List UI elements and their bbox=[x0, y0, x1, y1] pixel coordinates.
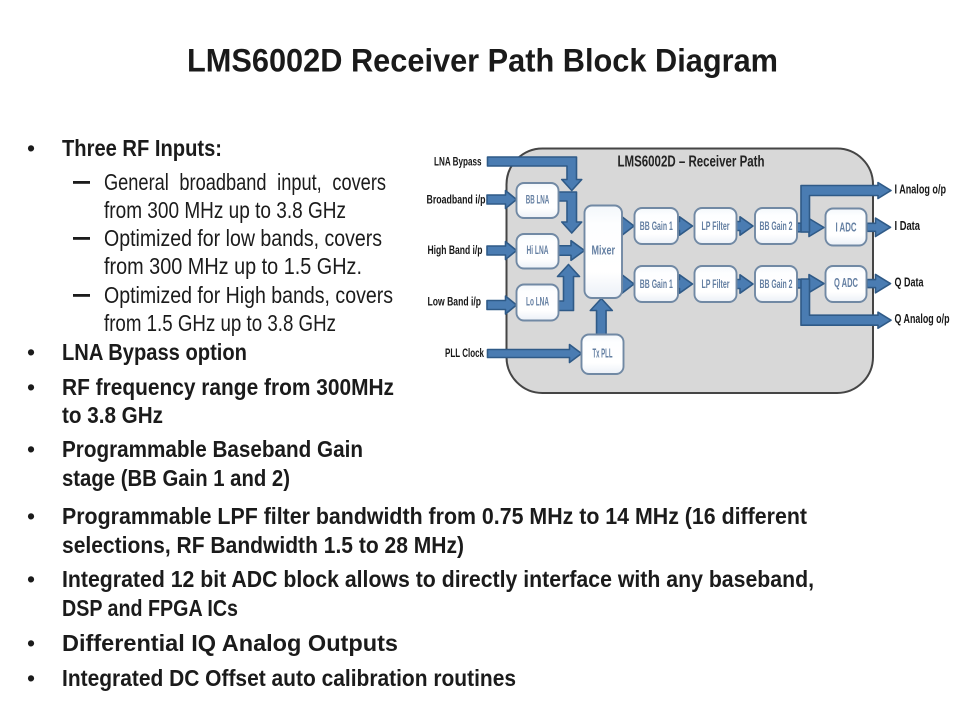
svg-text:•: • bbox=[27, 339, 35, 365]
svg-text:I Data: I Data bbox=[895, 219, 921, 233]
svg-text:Mixer: Mixer bbox=[592, 244, 616, 258]
svg-text:General broadband input, cover: General broadband input, covers bbox=[104, 169, 386, 195]
svg-text:Q Analog o/p: Q Analog o/p bbox=[895, 312, 950, 326]
svg-text:Lo LNA: Lo LNA bbox=[526, 297, 549, 309]
svg-text:DSP and FPGA ICs: DSP and FPGA ICs bbox=[62, 595, 238, 621]
svg-text:LP Filter: LP Filter bbox=[702, 221, 730, 233]
svg-text:from 300 MHz up to 1.5 GHz.: from 300 MHz up to 1.5 GHz. bbox=[104, 253, 362, 279]
svg-text:•: • bbox=[27, 436, 35, 462]
svg-text:Three RF Inputs:: Three RF Inputs: bbox=[62, 135, 222, 161]
svg-text:I Analog o/p: I Analog o/p bbox=[895, 183, 947, 197]
svg-text:from 300 MHz up to 3.8 GHz: from 300 MHz up to 3.8 GHz bbox=[104, 197, 346, 223]
svg-text:BB LNA: BB LNA bbox=[526, 195, 550, 207]
svg-text:•: • bbox=[27, 503, 35, 529]
svg-text:Optimized for High bands, cove: Optimized for High bands, covers bbox=[104, 282, 393, 308]
svg-text:LNA Bypass: LNA Bypass bbox=[434, 156, 482, 168]
svg-text:Integrated DC Offset auto cali: Integrated DC Offset auto calibration ro… bbox=[62, 665, 516, 691]
svg-text:•: • bbox=[27, 665, 35, 691]
svg-text:to 3.8 GHz: to 3.8 GHz bbox=[62, 402, 163, 428]
svg-text:BB Gain 1: BB Gain 1 bbox=[640, 221, 673, 233]
svg-text:•: • bbox=[27, 135, 35, 161]
svg-text:Integrated 12 bit ADC block al: Integrated 12 bit ADC block allows to di… bbox=[62, 566, 814, 592]
svg-text:Q Data: Q Data bbox=[895, 276, 925, 290]
svg-text:Differential IQ Analog Outputs: Differential IQ Analog Outputs bbox=[62, 630, 398, 656]
svg-text:BB Gain 1: BB Gain 1 bbox=[640, 279, 673, 291]
svg-text:Tx PLL: Tx PLL bbox=[593, 347, 613, 361]
svg-text:Programmable LPF filter bandwi: Programmable LPF filter bandwidth from 0… bbox=[62, 503, 807, 529]
svg-text:LNA Bypass option: LNA Bypass option bbox=[62, 339, 247, 365]
svg-text:Low Band i/p: Low Band i/p bbox=[428, 297, 482, 309]
svg-text:LMS6002D – Receiver Path: LMS6002D – Receiver Path bbox=[618, 154, 765, 171]
svg-text:Q ADC: Q ADC bbox=[834, 276, 858, 290]
svg-text:BB Gain 2: BB Gain 2 bbox=[760, 279, 793, 291]
svg-text:Hi LNA: Hi LNA bbox=[527, 245, 549, 257]
svg-text:RF frequency range from 300MHz: RF frequency range from 300MHz bbox=[62, 374, 394, 400]
svg-text:stage (BB Gain 1 and 2): stage (BB Gain 1 and 2) bbox=[62, 465, 290, 491]
svg-text:BB Gain 2: BB Gain 2 bbox=[760, 221, 793, 233]
svg-text:Programmable Baseband Gain: Programmable Baseband Gain bbox=[62, 436, 363, 462]
svg-text:•: • bbox=[27, 374, 35, 400]
svg-text:•: • bbox=[27, 630, 35, 656]
svg-text:selections, RF Bandwidth 1.5 t: selections, RF Bandwidth 1.5 to 28 MHz) bbox=[62, 532, 464, 558]
svg-text:from 1.5 GHz up to 3.8 GHz: from 1.5 GHz up to 3.8 GHz bbox=[104, 310, 336, 336]
svg-text:Optimized for low bands, cover: Optimized for low bands, covers bbox=[104, 225, 382, 251]
svg-text:LP Filter: LP Filter bbox=[702, 279, 730, 291]
svg-text:I ADC: I ADC bbox=[836, 221, 857, 235]
svg-text:LMS6002D Receiver Path Block D: LMS6002D Receiver Path Block Diagram bbox=[187, 43, 778, 79]
svg-text:PLL Clock: PLL Clock bbox=[445, 348, 484, 360]
svg-text:High Band i/p: High Band i/p bbox=[428, 245, 483, 257]
svg-text:•: • bbox=[27, 566, 35, 592]
svg-text:Broadband i/p: Broadband i/p bbox=[427, 194, 486, 206]
